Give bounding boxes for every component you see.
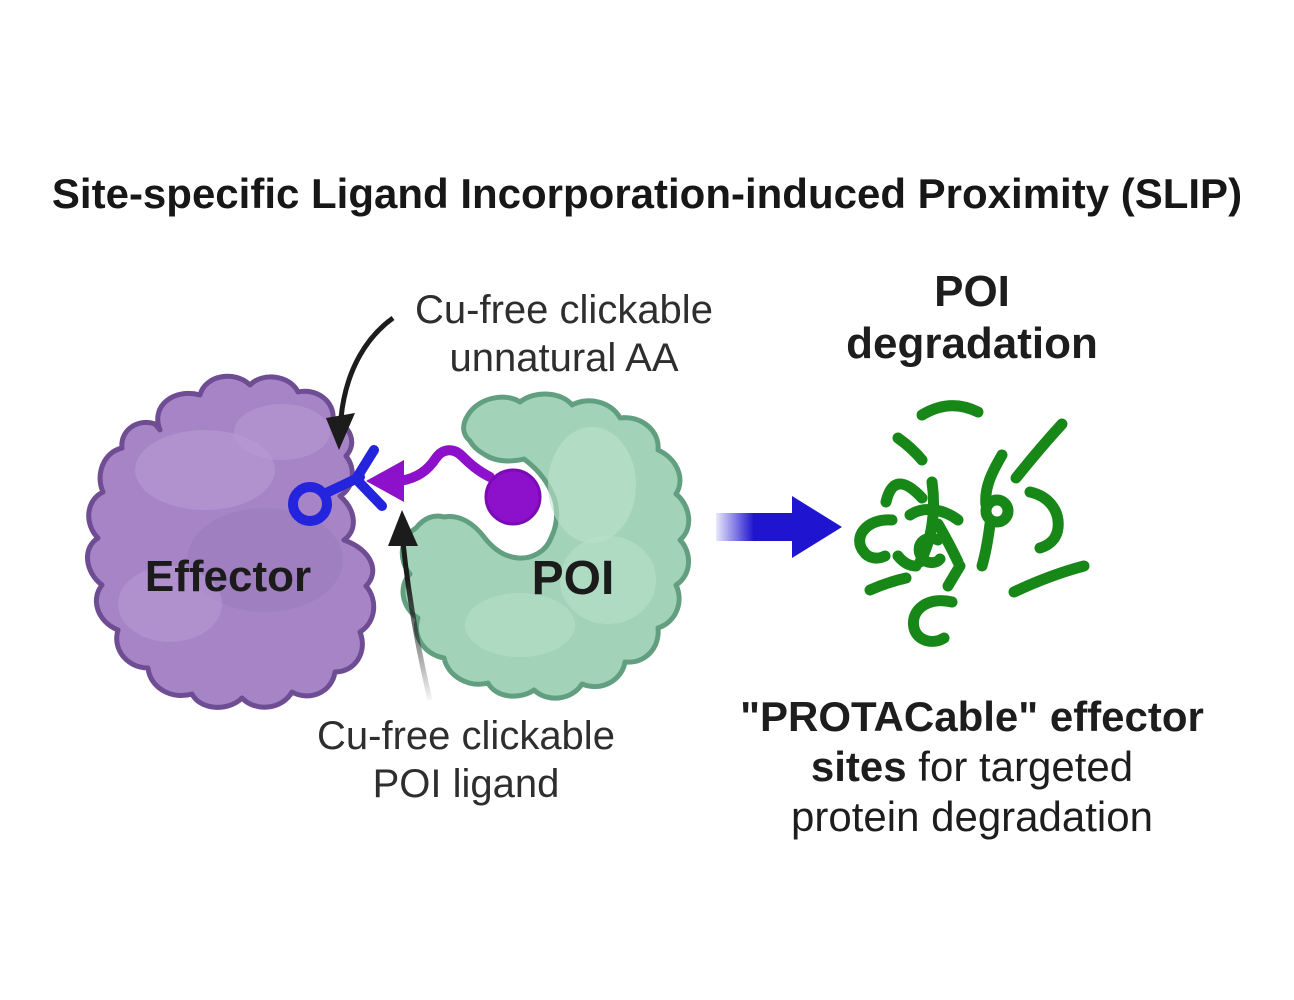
fragment xyxy=(916,400,984,421)
annotation-arrow-poi-ligand xyxy=(388,510,433,701)
poi-texture xyxy=(465,593,575,657)
fragment xyxy=(892,432,928,466)
result-heading-line: degradation xyxy=(846,319,1098,368)
effector-texture xyxy=(234,404,330,460)
fragment xyxy=(904,504,964,526)
fragment xyxy=(932,518,964,568)
fragment xyxy=(1010,418,1068,484)
figure-title: Site-specific Ligand Incorporation-induc… xyxy=(51,170,1243,217)
fragment xyxy=(880,478,928,508)
effector-texture xyxy=(118,566,222,642)
caption-rest: for targeted xyxy=(906,743,1134,790)
annotation-line: unnatural AA xyxy=(449,336,679,380)
effector-texture xyxy=(187,508,343,612)
fragment xyxy=(1024,486,1064,554)
result-caption: "PROTACable" effector sites for targeted… xyxy=(722,692,1222,842)
result-heading: POI degradation xyxy=(822,266,1122,370)
annotation-line: Cu-free clickable xyxy=(415,288,713,332)
caption-bold: "PROTACable" effector xyxy=(740,693,1204,740)
effector-texture xyxy=(135,430,275,510)
annotation-unnatural-aa: Cu-free clickable unnatural AA xyxy=(384,286,744,382)
fragment xyxy=(1008,560,1090,598)
ligand-arrowhead xyxy=(366,460,404,502)
annotation-line: Cu-free clickable xyxy=(317,714,615,758)
effector-protein-blob xyxy=(84,373,377,710)
caption-bold: sites xyxy=(810,743,907,790)
arrow-head xyxy=(388,510,418,546)
annotation-arrow-unnatural-aa xyxy=(326,315,395,450)
arrow-curve xyxy=(400,541,433,701)
ligand-linker xyxy=(395,445,495,486)
degraded-fragments-icon xyxy=(854,400,1090,647)
fragment xyxy=(942,560,966,592)
arrow-curve xyxy=(338,315,395,419)
click-ring xyxy=(288,482,332,526)
caption-line: "PROTACable" effector xyxy=(722,692,1222,742)
annotation-line: POI ligand xyxy=(372,762,560,806)
fragment xyxy=(907,595,958,647)
click-chevron xyxy=(351,445,387,511)
result-heading-line: POI xyxy=(934,267,1010,316)
caption-line: sites for targeted xyxy=(722,742,1222,792)
reaction-arrow-icon xyxy=(716,496,842,558)
poi-texture xyxy=(560,536,656,624)
arrow-head xyxy=(326,413,355,450)
fragment xyxy=(914,476,939,568)
caption-line: protein degradation xyxy=(791,793,1153,840)
annotation-poi-ligand: Cu-free clickable POI ligand xyxy=(286,712,646,808)
click-handle-icon xyxy=(288,445,387,526)
poi-label: POI xyxy=(531,552,615,605)
ligand-ball xyxy=(484,468,542,526)
poi-protein-blob xyxy=(399,391,692,701)
fragment xyxy=(980,494,1014,528)
effector-label: Effector xyxy=(144,552,312,601)
fragment xyxy=(864,572,912,596)
fragment xyxy=(976,518,996,572)
poi-texture xyxy=(548,427,636,543)
ligand-icon xyxy=(366,445,542,526)
fragment xyxy=(854,514,898,564)
fragment xyxy=(892,550,922,572)
